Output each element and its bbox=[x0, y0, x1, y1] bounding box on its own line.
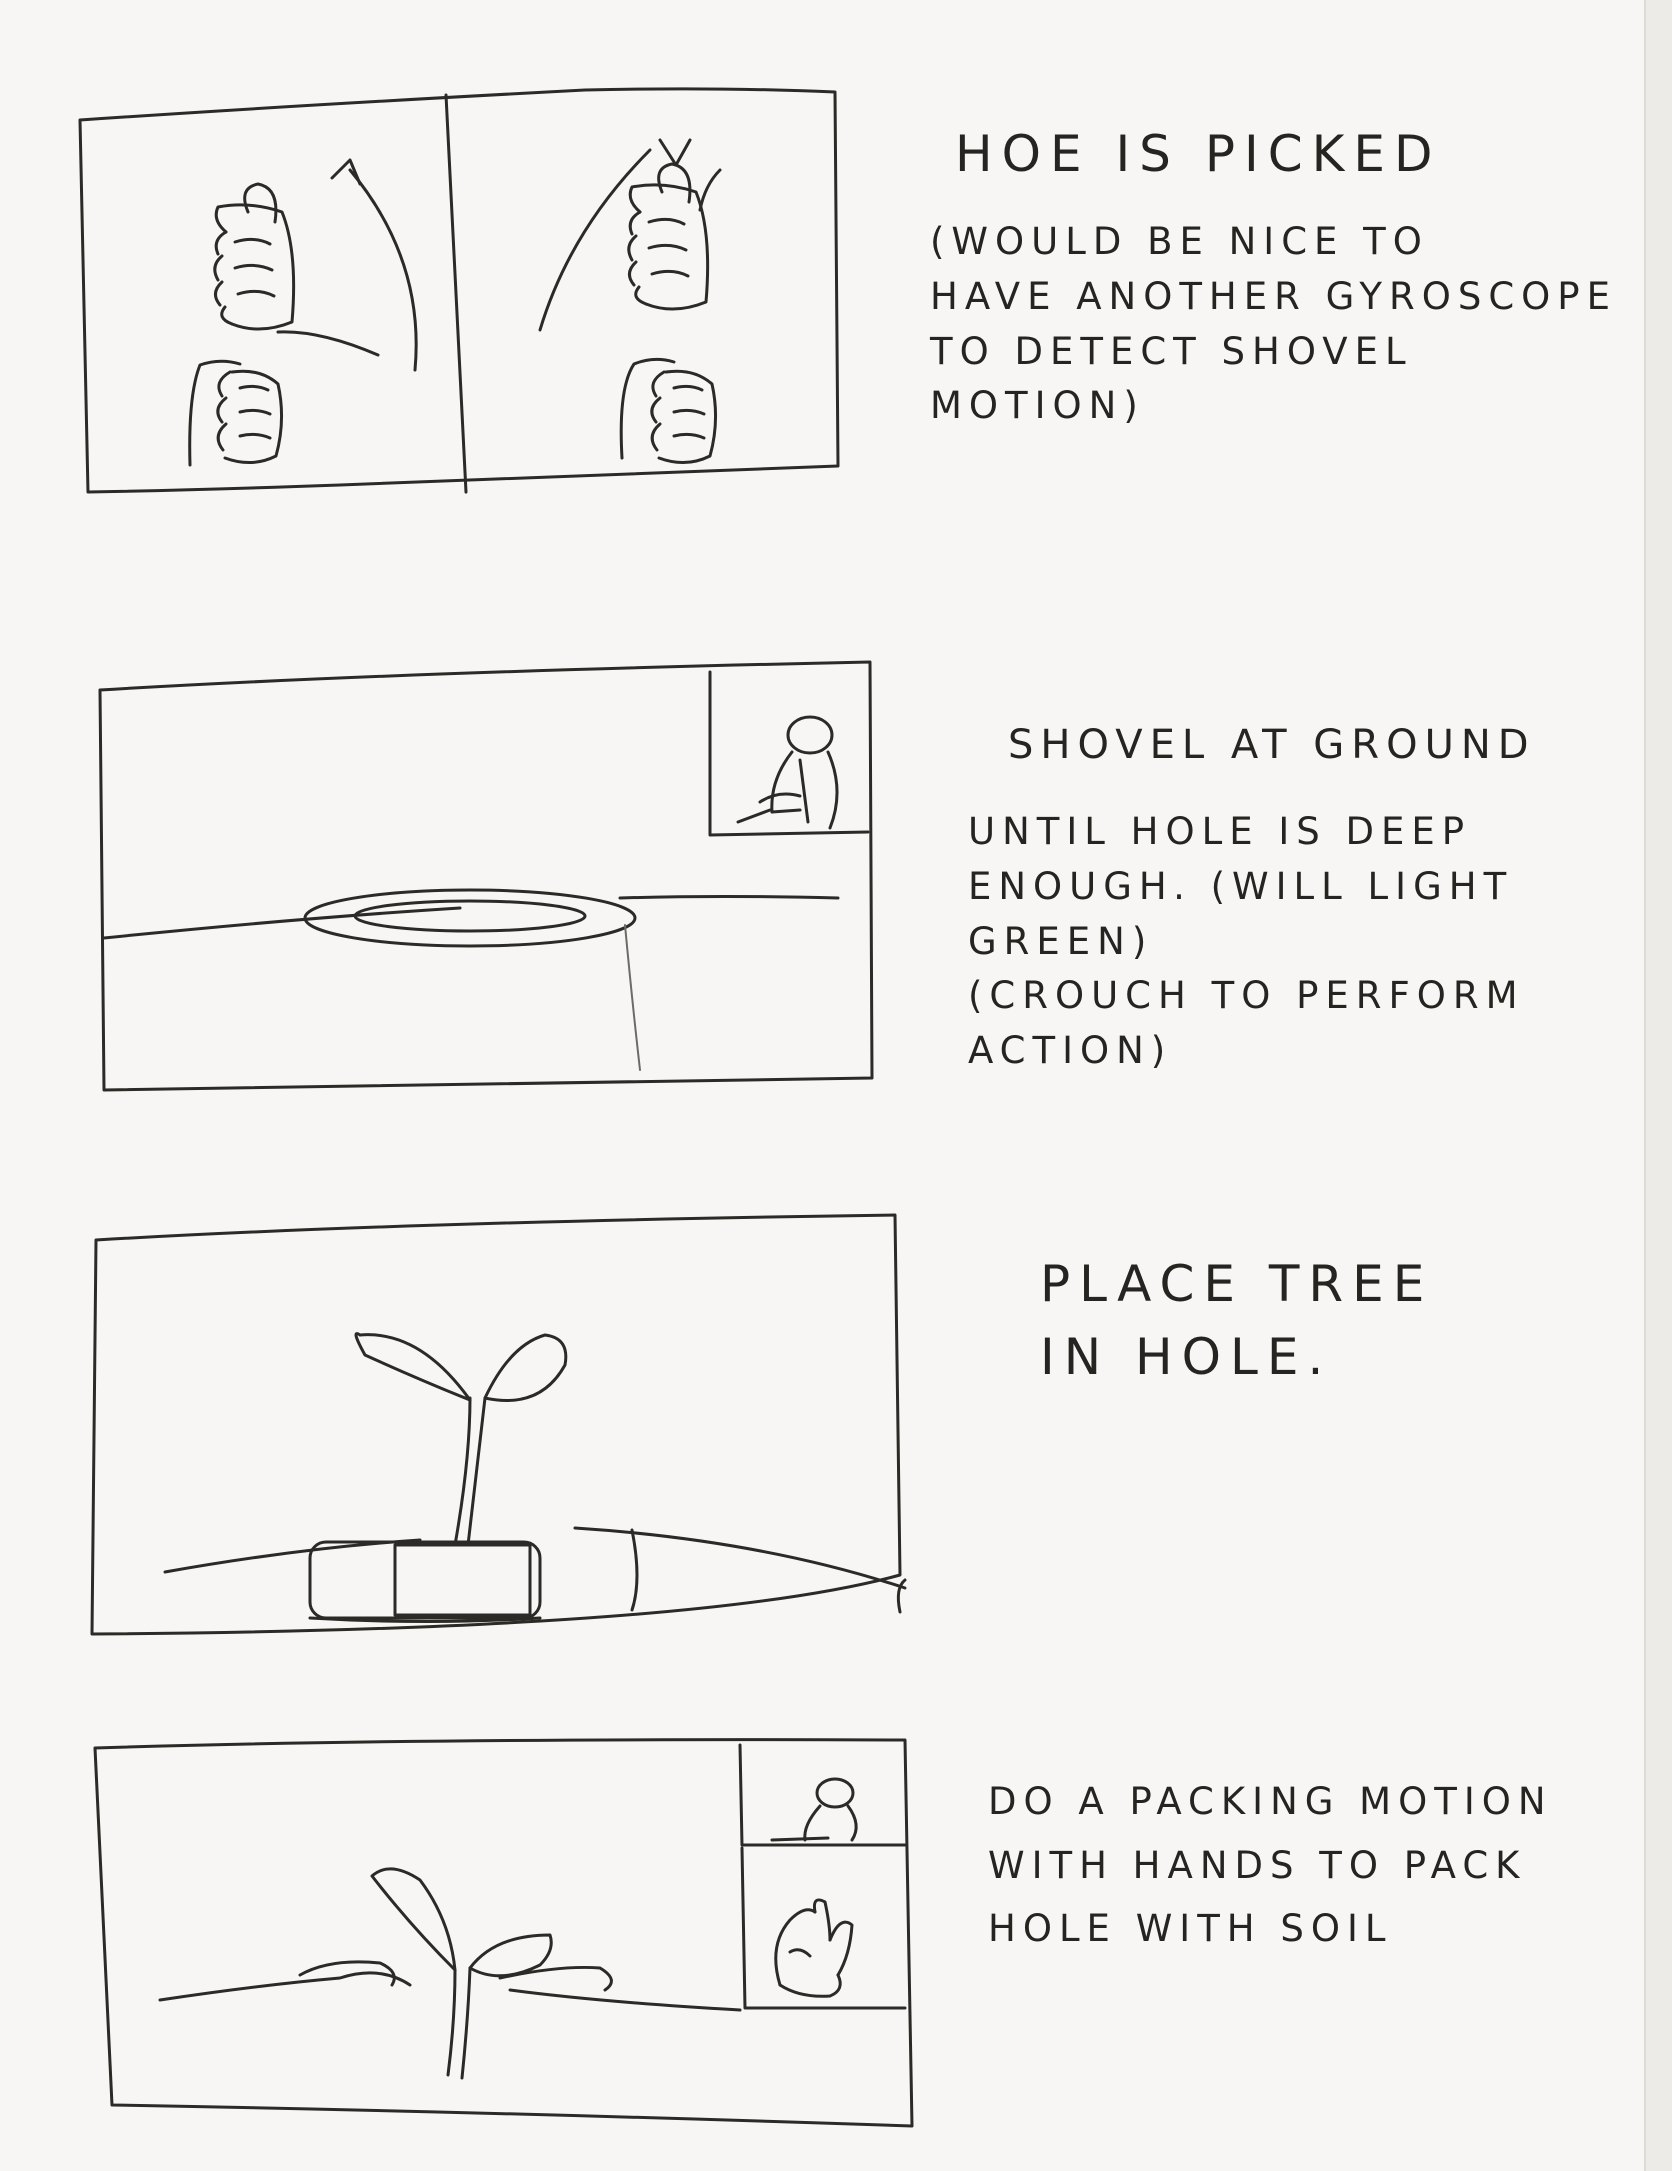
frame-3-note: PLACE TREE IN HOLE. bbox=[1040, 1255, 1434, 1386]
tree-in-hole bbox=[308, 1528, 639, 1623]
storyboard-frame-2 bbox=[98, 660, 874, 1092]
frame-4-note: DO A PACKING MOTION WITH HANDS TO PACK H… bbox=[988, 1780, 1553, 1951]
frame-2-heading: SHOVEL AT GROUND bbox=[1008, 722, 1536, 768]
arrow-down-icon bbox=[538, 138, 722, 332]
open-hand-icon bbox=[774, 1898, 854, 1998]
storyboard-frame-4 bbox=[93, 1738, 914, 2128]
dug-hole bbox=[303, 888, 637, 948]
crouching-person-icon bbox=[770, 1777, 858, 1842]
arrow-up-icon bbox=[276, 158, 418, 372]
page-edge bbox=[1644, 0, 1672, 2171]
sapling-icon bbox=[370, 1867, 553, 2080]
hand-fist-icon bbox=[619, 357, 718, 464]
frame-1-note: (WOULD BE NICE TO HAVE ANOTHER GYROSCOPE… bbox=[930, 220, 1617, 428]
frame-1-heading: HOE IS PICKED bbox=[955, 125, 1442, 183]
sapling-icon bbox=[354, 1332, 568, 1547]
crouching-person-icon bbox=[736, 715, 839, 830]
frame-2-note: UNTIL HOLE IS DEEP ENOUGH. (WILL LIGHT G… bbox=[968, 810, 1525, 1072]
hand-thumbs-up-icon bbox=[627, 162, 710, 311]
hand-thumbs-up-icon bbox=[213, 182, 296, 331]
storyboard-frame-3 bbox=[90, 1213, 907, 1636]
hand-fist-icon bbox=[188, 359, 284, 467]
storyboard-frame-1 bbox=[78, 87, 840, 494]
